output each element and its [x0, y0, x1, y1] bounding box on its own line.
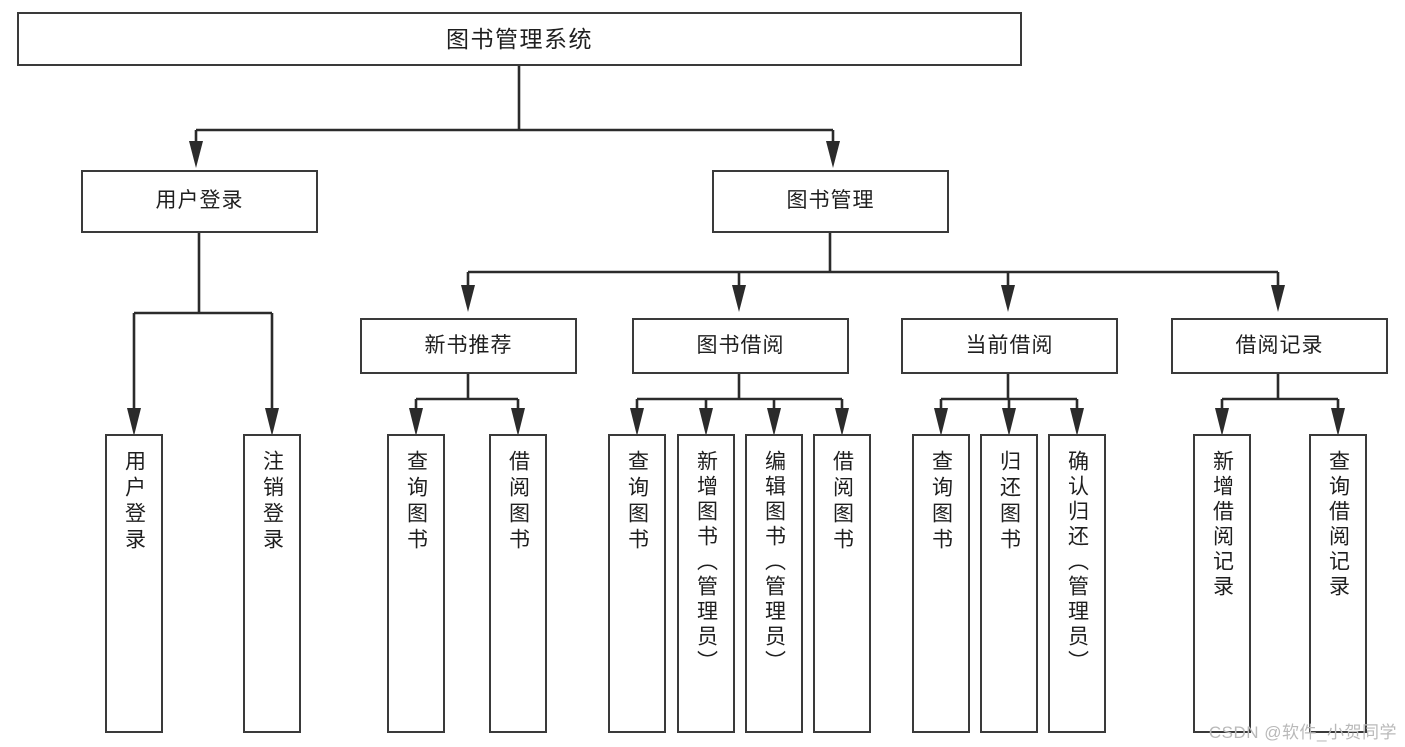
node-label: 图书管理系统: [446, 25, 593, 52]
node-label: 用户登录: [122, 450, 146, 554]
node-label: 确认归还（管理员）: [1065, 450, 1089, 675]
node-book-management[interactable]: 图书管理: [712, 170, 949, 233]
node-leaf-user-login[interactable]: 用户登录: [105, 434, 163, 733]
node-leaf-query-book-current[interactable]: 查询图书: [912, 434, 970, 733]
node-new-book-recommend[interactable]: 新书推荐: [360, 318, 577, 374]
node-leaf-logout[interactable]: 注销登录: [243, 434, 301, 733]
node-user-login[interactable]: 用户登录: [81, 170, 318, 233]
node-book-borrow[interactable]: 图书借阅: [632, 318, 849, 374]
node-label: 借阅图书: [830, 450, 854, 554]
node-leaf-confirm-return-admin[interactable]: 确认归还（管理员）: [1048, 434, 1106, 733]
node-label: 查询借阅记录: [1326, 450, 1350, 600]
node-current-borrow[interactable]: 当前借阅: [901, 318, 1118, 374]
node-label: 当前借阅: [965, 333, 1054, 357]
node-leaf-add-borrow-record[interactable]: 新增借阅记录: [1193, 434, 1251, 733]
node-root-book-management-system[interactable]: 图书管理系统: [17, 12, 1022, 66]
node-label: 查询图书: [625, 450, 649, 554]
node-leaf-query-borrow-record[interactable]: 查询借阅记录: [1309, 434, 1367, 733]
node-label: 查询图书: [929, 450, 953, 554]
node-label: 借阅图书: [506, 450, 530, 554]
node-leaf-query-book-borrow[interactable]: 查询图书: [608, 434, 666, 733]
node-label: 编辑图书（管理员）: [762, 450, 786, 675]
node-leaf-add-book-admin[interactable]: 新增图书（管理员）: [677, 434, 735, 733]
node-leaf-borrow-book[interactable]: 借阅图书: [813, 434, 871, 733]
node-label: 注销登录: [260, 450, 284, 554]
node-label: 查询图书: [404, 450, 428, 554]
node-label: 图书管理: [786, 189, 875, 213]
node-label: 新书推荐: [424, 333, 513, 357]
csdn-watermark: CSDN @软件_小贺同学: [1208, 723, 1397, 742]
node-label: 用户登录: [155, 189, 244, 213]
node-leaf-edit-book-admin[interactable]: 编辑图书（管理员）: [745, 434, 803, 733]
node-borrow-record[interactable]: 借阅记录: [1171, 318, 1388, 374]
node-label: 新增借阅记录: [1210, 450, 1234, 600]
node-label: 借阅记录: [1235, 333, 1324, 357]
node-leaf-return-book[interactable]: 归还图书: [980, 434, 1038, 733]
node-label: 图书借阅: [696, 333, 785, 357]
node-leaf-borrow-book-recommend[interactable]: 借阅图书: [489, 434, 547, 733]
node-label: 归还图书: [997, 450, 1021, 554]
node-label: 新增图书（管理员）: [694, 450, 718, 675]
node-leaf-query-book-recommend[interactable]: 查询图书: [387, 434, 445, 733]
